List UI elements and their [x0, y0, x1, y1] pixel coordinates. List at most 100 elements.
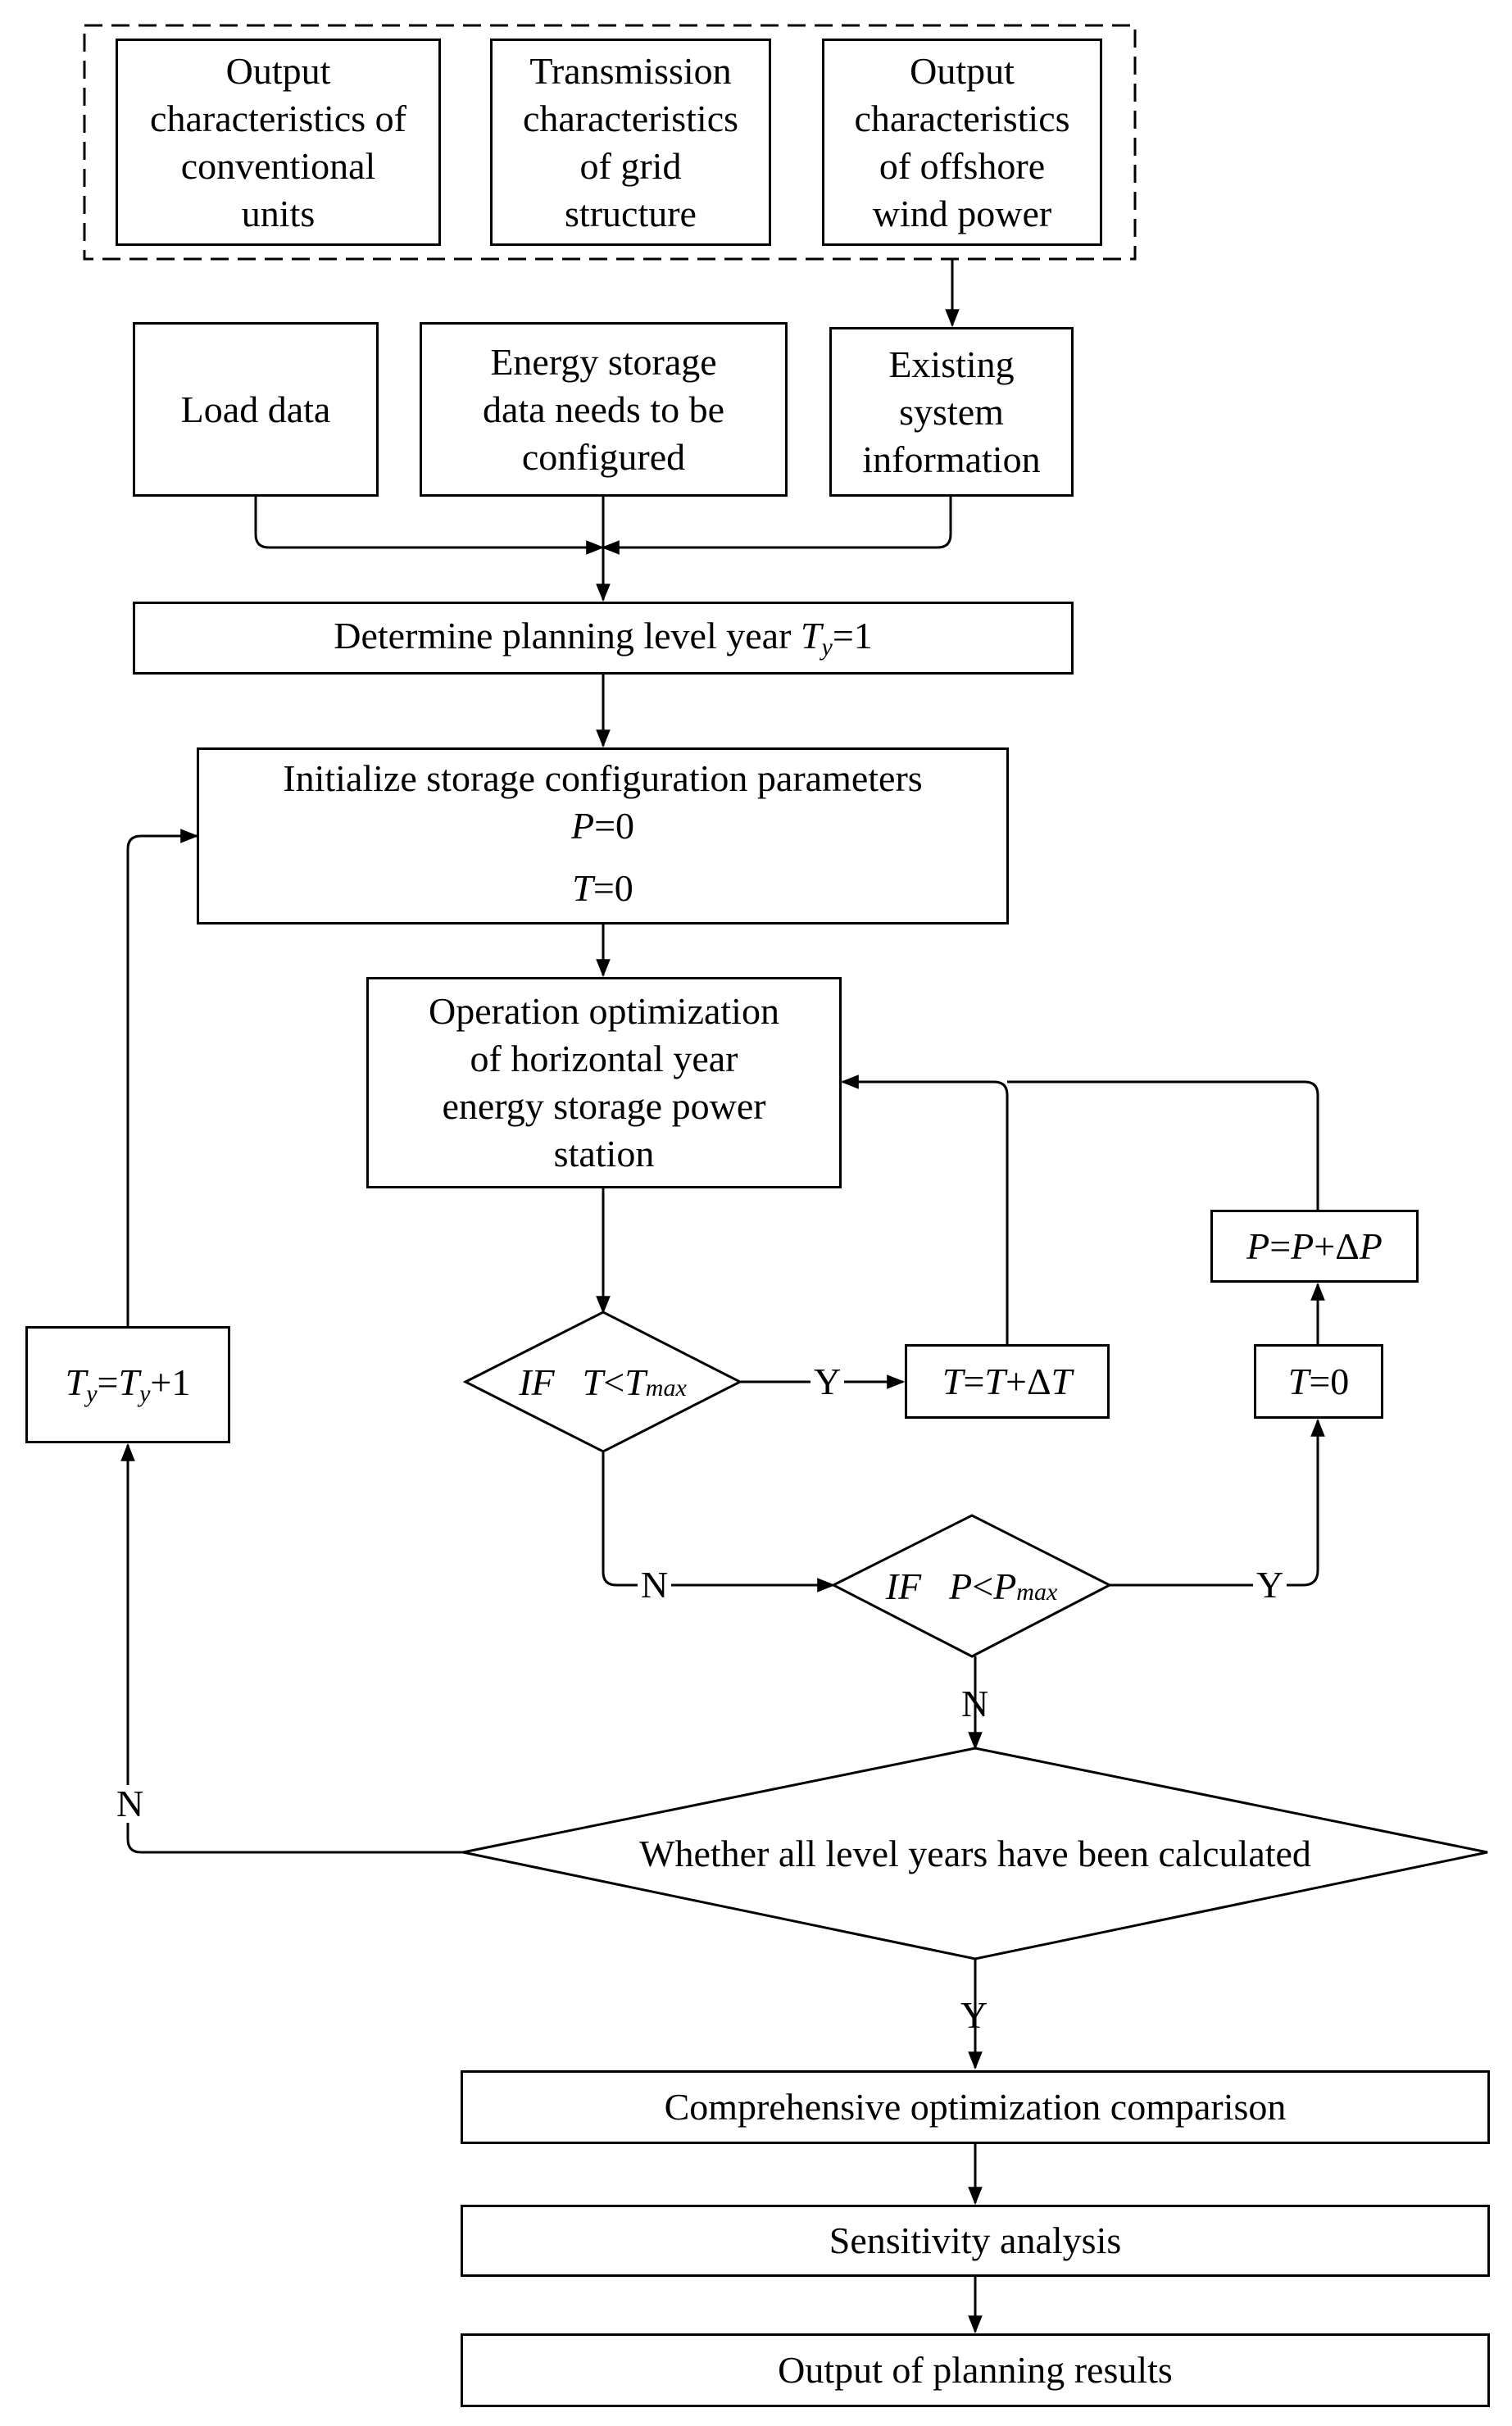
reset-t-box: T=0	[1254, 1344, 1383, 1419]
reset-t-var: T	[1287, 1360, 1310, 1402]
decision-t-lim: T	[624, 1361, 646, 1403]
conventional-units-line-4: units	[241, 192, 316, 234]
decision-years-label: Whether all level years have been calcul…	[639, 1833, 1311, 1874]
grid-structure-line-3: of grid	[579, 144, 682, 187]
increment-p-plus: +Δ	[1314, 1224, 1360, 1267]
reset-t-rest: =0	[1309, 1360, 1350, 1402]
conventional-units-line-3: conventional	[180, 144, 376, 187]
increment-ty-rest: +1	[150, 1361, 191, 1403]
increment-p-c: P	[1359, 1224, 1383, 1267]
initialize-line-1: Initialize storage configuration paramet…	[283, 757, 923, 799]
increment-ty-eq: =	[97, 1361, 119, 1403]
connector-existing-to-merge	[601, 497, 952, 555]
grid-structure-line-4: structure	[565, 192, 697, 234]
increment-t-c: T	[1051, 1360, 1073, 1402]
load-data-label: Load data	[180, 388, 331, 430]
increment-p-label: P=P+ΔP	[1246, 1223, 1383, 1270]
initialize-t-var: T	[572, 867, 593, 909]
label-decision-t-no: N	[638, 1566, 672, 1604]
storage-data-box: Energy storage data needs to be configur…	[420, 322, 788, 497]
offshore-wind-line-2: characteristics	[854, 97, 1070, 139]
output-results-box: Output of planning results	[461, 2333, 1490, 2407]
decision-p-diamond	[830, 1514, 1113, 1658]
initialize-parameters-box: Initialize storage configuration paramet…	[197, 747, 1009, 925]
initialize-t-rest: =0	[593, 867, 633, 909]
increment-ty-box: Ty=Ty+1	[25, 1326, 230, 1443]
increment-ty-sub2: y	[139, 1379, 151, 1407]
offshore-wind-line-4: wind power	[872, 192, 1052, 234]
offshore-wind-line-3: of offshore	[879, 144, 1046, 187]
increment-t-box: T=T+ΔT	[905, 1344, 1110, 1419]
offshore-wind-box: Output characteristics of offshore wind …	[822, 39, 1102, 246]
conventional-units-line-2: characteristics of	[150, 97, 406, 139]
label-decision-p-yes: Y	[1253, 1566, 1287, 1604]
grid-structure-line-1: Transmission	[529, 49, 732, 92]
initialize-t-line: T=0	[572, 865, 633, 912]
determine-sub: y	[821, 633, 833, 661]
decision-t-var: T	[582, 1361, 604, 1403]
increment-p-b: P	[1291, 1224, 1314, 1267]
offshore-wind-line-1: Output	[910, 49, 1015, 92]
operation-line-2: of horizontal year	[470, 1038, 738, 1079]
increment-t-label: T=T+ΔT	[942, 1358, 1072, 1406]
decision-p-if: IF	[885, 1565, 922, 1607]
determine-text: Determine planning level year	[334, 614, 801, 656]
label-decision-years-yes: Y	[960, 1994, 988, 2036]
increment-t-a: T	[942, 1360, 964, 1402]
connector-decision-years-no	[120, 1442, 463, 1854]
initialize-p-line: P=0	[571, 802, 634, 850]
sensitivity-analysis-label: Sensitivity analysis	[829, 2219, 1122, 2261]
grid-structure-line-2: characteristics	[522, 97, 739, 139]
existing-system-line-3: information	[862, 438, 1041, 480]
label-decision-p-no: N	[961, 1683, 989, 1724]
decision-t-diamond	[462, 1311, 743, 1453]
decision-t-text: IF T < T max	[465, 1312, 740, 1452]
connector-increment-t-to-operation	[840, 1074, 1009, 1344]
increment-ty-b: T	[118, 1361, 140, 1403]
increment-ty-label: Ty=Ty+1	[66, 1359, 191, 1411]
increment-t-plus: +Δ	[1006, 1360, 1051, 1402]
conventional-units-line-1: Output	[225, 49, 331, 92]
decision-p-lim: P	[993, 1565, 1017, 1607]
connector-decision-t-no	[602, 1452, 836, 1592]
conventional-units-box: Output characteristics of conventional u…	[116, 39, 441, 246]
comprehensive-comparison-box: Comprehensive optimization comparison	[461, 2070, 1490, 2144]
decision-p-var: P	[949, 1565, 973, 1607]
decision-p-op: <	[972, 1565, 994, 1607]
initialize-p-var: P	[570, 805, 595, 847]
input-group-dashed-border	[83, 24, 1137, 261]
increment-p-eq: =	[1269, 1224, 1292, 1267]
initialize-p-rest: =0	[594, 805, 635, 847]
connector-increment-ty-to-initialize	[126, 829, 199, 1326]
determine-rest: =1	[832, 614, 873, 656]
increment-t-b: T	[984, 1360, 1006, 1402]
output-results-label: Output of planning results	[778, 2349, 1173, 2391]
determine-level-year-box: Determine planning level year Ty=1	[133, 602, 1074, 675]
sensitivity-analysis-box: Sensitivity analysis	[461, 2205, 1490, 2277]
determine-level-year-label: Determine planning level year Ty=1	[334, 612, 873, 665]
operation-line-1: Operation optimization	[429, 990, 779, 1032]
decision-t-if: IF	[519, 1361, 555, 1403]
operation-optimization-box: Operation optimization of horizontal yea…	[366, 977, 842, 1188]
decision-t-op: <	[603, 1361, 625, 1403]
decision-p-sub: max	[1016, 1579, 1058, 1606]
connector-load-to-merge	[254, 497, 605, 555]
increment-ty-sub1: y	[86, 1379, 98, 1407]
operation-line-3: energy storage power	[442, 1085, 766, 1127]
connector-increment-p-to-operation	[1007, 1080, 1319, 1210]
connector-decision-p-yes	[1110, 1418, 1325, 1587]
label-decision-t-yes: Y	[810, 1363, 845, 1401]
label-decision-years-no: N	[113, 1785, 148, 1823]
load-data-box: Load data	[133, 322, 379, 497]
existing-system-line-1: Existing	[888, 343, 1015, 385]
existing-system-line-2: system	[899, 390, 1004, 433]
storage-data-line-2: data needs to be	[482, 388, 725, 430]
increment-p-a: P	[1246, 1224, 1270, 1267]
determine-var: T	[800, 614, 822, 656]
decision-p-text: IF P < P max	[833, 1515, 1110, 1656]
existing-system-box: Existing system information	[829, 327, 1074, 497]
grid-structure-box: Transmission characteristics of grid str…	[490, 39, 771, 246]
reset-t-label: T=0	[1288, 1358, 1350, 1406]
